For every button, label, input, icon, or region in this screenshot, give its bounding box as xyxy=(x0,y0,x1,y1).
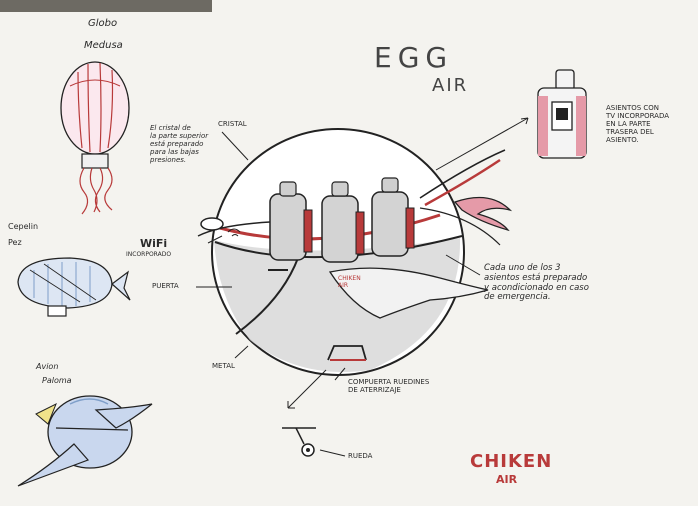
wifi-label: WiFi xyxy=(140,238,167,251)
cristal-note-line: presiones. xyxy=(150,156,208,164)
zeppelin-label-line1: Cepelin xyxy=(8,222,38,231)
tail-fin xyxy=(455,198,510,231)
cristal-note-line: para las bajas xyxy=(150,148,208,156)
cristal-note-line: está preparado xyxy=(150,140,208,148)
tv-seat-illustration xyxy=(538,70,586,158)
seats-tv-note-line: TRASERA DEL xyxy=(606,128,669,136)
seats-emergency-note: Cada uno de los 3 asientos está preparad… xyxy=(484,264,589,303)
balloon-label-line1: Globo xyxy=(88,18,117,30)
chiken-air-logo-line2: AIR xyxy=(496,474,517,487)
seats-tv-note-line: ASIENTO. xyxy=(606,136,669,144)
compuerta-label-line: COMPUERTA RUEDINES xyxy=(348,378,429,386)
hull-logo-line: AIR xyxy=(338,283,361,290)
dove-plane xyxy=(18,396,152,486)
seats-tv-note-line: TV INCORPORADA xyxy=(606,112,669,120)
hull-logo: CHIKEN AIR xyxy=(338,276,361,290)
egg-craft xyxy=(198,129,510,375)
compuerta-label: COMPUERTA RUEDINES DE ATERRIZAJE xyxy=(348,378,429,394)
jellyfish-balloon xyxy=(61,62,129,214)
chiken-air-logo-line1: CHIKEN xyxy=(470,452,552,473)
puerta-label: PUERTA xyxy=(152,282,179,290)
seats-emergency-note-line: de emergencia. xyxy=(484,293,589,303)
rueda-label: RUEDA xyxy=(348,452,372,460)
seats-tv-note-line: EN LA PARTE xyxy=(606,120,669,128)
cristal-note: El cristal de la parte superior está pre… xyxy=(150,124,208,164)
egg-air-logo-line1: EGG xyxy=(374,42,453,74)
zeppelin-label-line2: Pez xyxy=(8,238,22,247)
cristal-tag: CRISTAL xyxy=(218,120,247,128)
antenna-bulb xyxy=(201,218,223,230)
fish-zeppelin xyxy=(18,258,130,316)
plane-label-line2: Paloma xyxy=(42,376,72,385)
wifi-sub-label: INCORPORADO xyxy=(126,252,171,259)
plane-label-line1: Avion xyxy=(36,362,58,371)
egg-air-logo-line2: AIR xyxy=(432,76,468,97)
balloon-label-line2: Medusa xyxy=(84,40,123,52)
cristal-note-line: la parte superior xyxy=(150,132,208,140)
compuerta-label-line: DE ATERRIZAJE xyxy=(348,386,429,394)
landing-wheel-illustration xyxy=(282,428,316,456)
cristal-note-line: El cristal de xyxy=(150,124,208,132)
metal-label: METAL xyxy=(212,362,235,370)
seats-tv-note: ASIENTOS CON TV INCORPORADA EN LA PARTE … xyxy=(606,104,669,144)
seats-tv-note-line: ASIENTOS CON xyxy=(606,104,669,112)
